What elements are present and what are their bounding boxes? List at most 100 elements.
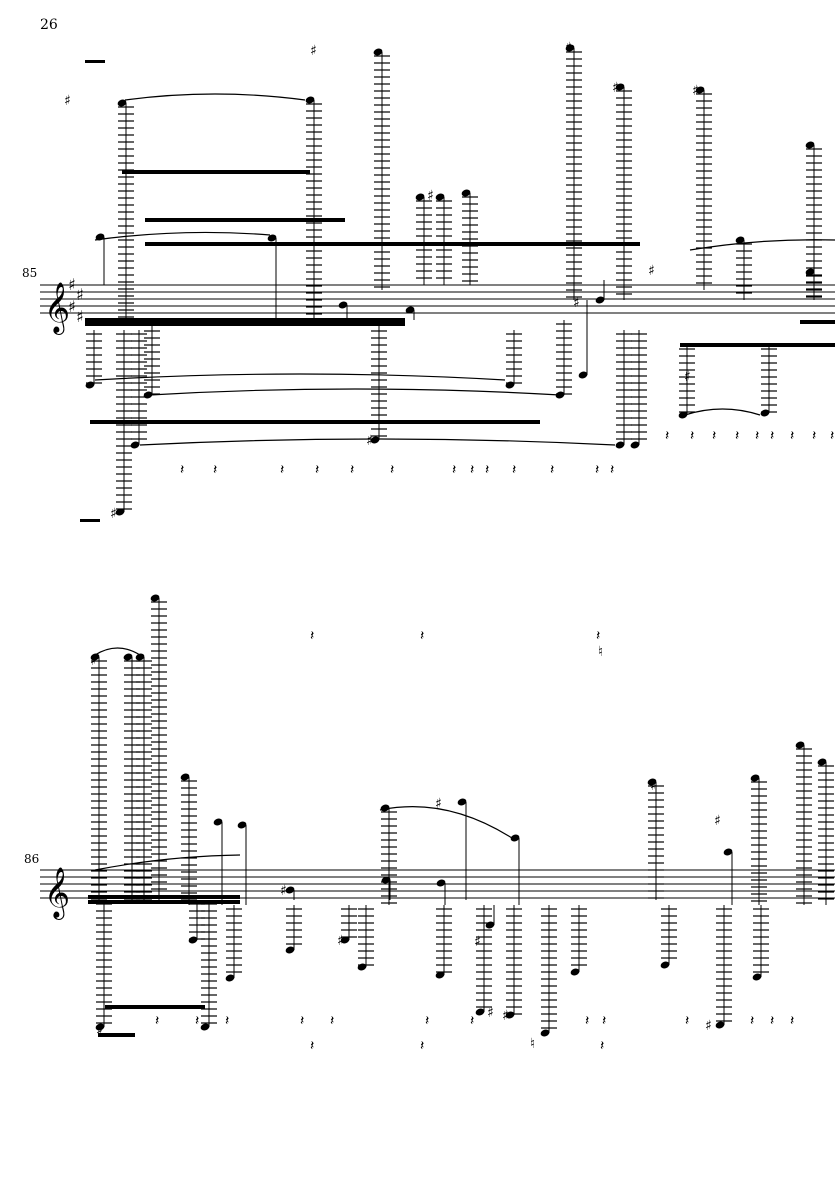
notehead <box>505 1011 515 1019</box>
rest-icon: 𝄽 <box>452 462 456 478</box>
notehead <box>817 758 827 766</box>
notehead <box>435 193 445 201</box>
sharp-icon: ♯ <box>68 275 76 294</box>
sharp-icon: ♯ <box>705 1018 712 1034</box>
rest-icon: 𝄽 <box>330 1013 334 1029</box>
rest-icon: 𝄽 <box>585 1013 589 1029</box>
beam <box>145 218 345 222</box>
rest-icon: 𝄽 <box>310 628 314 644</box>
notehead <box>305 96 315 104</box>
rest-icon: 𝄽 <box>280 462 284 478</box>
tie <box>94 373 506 381</box>
staff-system-1 <box>40 284 835 314</box>
beam <box>90 420 540 424</box>
treble-clef-icon: 𝄞 <box>44 867 70 920</box>
sharp-icon: ♯ <box>714 813 721 829</box>
rest-icon: 𝄽 <box>425 1013 429 1029</box>
rest-icon: 𝄽 <box>300 1013 304 1029</box>
notehead <box>565 44 575 52</box>
notehead <box>267 234 277 242</box>
notehead <box>180 773 190 781</box>
rest-icon: 𝄽 <box>830 428 834 444</box>
notehead <box>510 834 520 842</box>
sharp-icon: ♯ <box>64 93 71 109</box>
notehead <box>752 973 762 981</box>
sharp-icon: ♯ <box>650 778 657 794</box>
sharp-icon: ♯ <box>648 263 655 279</box>
whole-rest <box>80 519 100 522</box>
rest-icon: 𝄽 <box>195 1013 199 1029</box>
beam <box>145 242 640 246</box>
sharp-icon: ♯ <box>573 295 580 311</box>
notehead <box>570 968 580 976</box>
notehead <box>795 741 805 749</box>
notehead <box>213 818 223 826</box>
rest-icon: 𝄽 <box>596 628 600 644</box>
rest-icon: 𝄽 <box>770 428 774 444</box>
beam <box>800 320 835 324</box>
rest-icon: 𝄽 <box>390 462 394 478</box>
sharp-icon: ♯ <box>310 43 317 59</box>
rest-icon: 𝄽 <box>213 462 217 478</box>
notehead <box>123 653 133 661</box>
beam <box>88 895 240 899</box>
sharp-icon: ♯ <box>366 433 373 449</box>
beam <box>98 1033 135 1037</box>
notehead <box>735 236 745 244</box>
tie <box>684 408 761 416</box>
notehead <box>695 86 705 94</box>
sharp-icon: ♯ <box>76 307 84 326</box>
tie <box>689 239 835 251</box>
sharp-icon: ♯ <box>565 40 572 56</box>
rest-icon: 𝄽 <box>812 428 816 444</box>
rest-icon: 𝄽 <box>310 1038 314 1054</box>
notehead <box>595 296 605 304</box>
rest-icon: 𝄽 <box>512 462 516 478</box>
rest-icon: 𝄽 <box>770 1013 774 1029</box>
tie <box>124 93 306 101</box>
sharp-icon: ♯ <box>435 796 442 812</box>
notehead <box>373 48 383 56</box>
beam <box>88 900 240 904</box>
notehead <box>405 306 415 314</box>
sharp-icon: ♯ <box>96 1023 103 1039</box>
sharp-icon: ♯ <box>427 188 434 204</box>
rest-icon: 𝄽 <box>470 1013 474 1029</box>
rest-icon: 𝄽 <box>600 1038 604 1054</box>
rest-icon: 𝄽 <box>750 1013 754 1029</box>
notehead <box>90 653 100 661</box>
sharp-icon: ♯ <box>612 80 619 96</box>
rest-icon: 𝄽 <box>755 428 759 444</box>
notehead <box>805 268 815 276</box>
notehead <box>750 774 760 782</box>
sharp-icon: ♯ <box>280 883 287 899</box>
sharp-icon: ♯ <box>76 285 84 304</box>
notes: 𝄞𝄞♯♯♯♯♯♯♯♯♯♯♯♯♯♯♯𝄽𝄽𝄽𝄽𝄽𝄽𝄽𝄽𝄽𝄽𝄽𝄽𝄽𝄽𝄽𝄽𝄽𝄽𝄽𝄽𝄽𝄽𝄽… <box>44 40 835 1054</box>
notehead <box>723 848 733 856</box>
notehead <box>200 1023 210 1031</box>
beam <box>85 322 405 326</box>
sharp-icon: ♯ <box>337 933 344 949</box>
notehead <box>150 594 160 602</box>
sharp-icon: ♯ <box>110 506 117 522</box>
measure-number-86: 86 <box>24 852 40 866</box>
sharp-icon: ♯ <box>68 297 76 316</box>
notehead <box>130 441 140 449</box>
tie <box>149 388 561 396</box>
rest-icon: 𝄽 <box>420 1038 424 1054</box>
notehead <box>715 1021 725 1029</box>
notehead <box>660 961 670 969</box>
notehead <box>338 301 348 309</box>
notehead <box>475 1008 485 1016</box>
rest-icon: 𝄽 <box>595 462 599 478</box>
whole-rest <box>85 60 105 63</box>
notehead <box>188 936 198 944</box>
rest-icon: 𝄽 <box>712 428 716 444</box>
rest-icon: 𝄽 <box>790 1013 794 1029</box>
measure-number-85: 85 <box>22 266 38 280</box>
rest-icon: 𝄽 <box>315 462 319 478</box>
beam <box>85 318 405 322</box>
notehead <box>678 411 688 419</box>
sharp-icon: ♯ <box>692 83 699 99</box>
notehead <box>95 1023 105 1031</box>
